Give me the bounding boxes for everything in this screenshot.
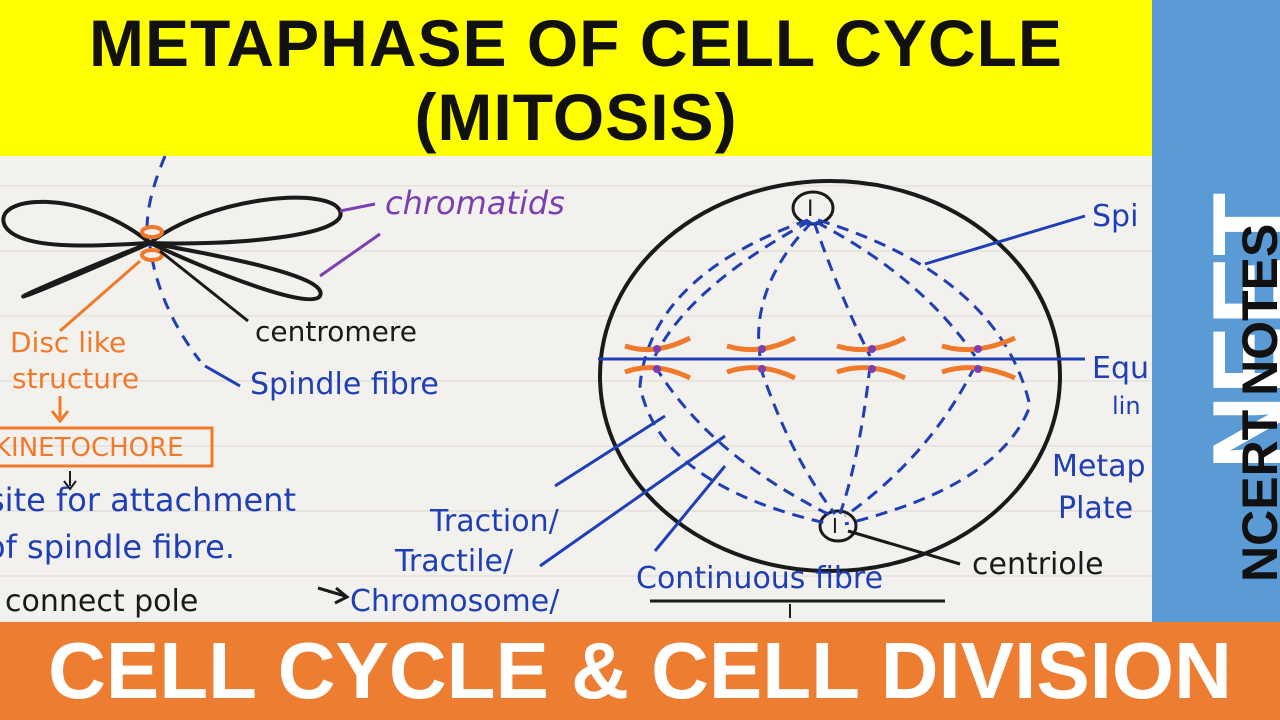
bottom-banner bbox=[0, 622, 1280, 720]
label-traction: Traction/ bbox=[429, 504, 560, 539]
label-kinetochore: KINETOCHORE bbox=[0, 433, 184, 463]
label-plate: Plate bbox=[1058, 491, 1133, 526]
bottom-banner-text: CELL CYCLE & CELL DIVISION bbox=[48, 626, 1232, 715]
label-chromosome: Chromosome/ bbox=[350, 584, 560, 619]
label-structure: structure bbox=[12, 362, 139, 395]
chromosome-diagram bbox=[0, 156, 381, 605]
label-spindle-partial: Spi bbox=[1092, 199, 1138, 234]
title-line-1: METAPHASE OF CELL CYCLE bbox=[89, 6, 1063, 80]
label-metaphase-partial: Metap bbox=[1052, 449, 1146, 484]
notes-sketch: chromatids centromere Disc like structur… bbox=[0, 156, 1152, 619]
label-disc-like: Disc like bbox=[10, 326, 126, 359]
label-chromatids: chromatids bbox=[385, 184, 565, 222]
label-site-line2: of spindle fibre. bbox=[0, 528, 235, 566]
label-pole-bottom: I bbox=[832, 514, 838, 538]
label-centriole: centriole bbox=[972, 547, 1104, 582]
title-banner bbox=[0, 0, 1152, 156]
label-connect-pole: connect pole bbox=[5, 584, 198, 619]
title-line-2: (MITOSIS) bbox=[414, 80, 738, 154]
label-spindle-fibre: Spindle fibre bbox=[250, 367, 439, 402]
label-tractile: Tractile/ bbox=[394, 544, 514, 579]
label-continuous-fibre: Continuous fibre bbox=[636, 561, 883, 596]
side-panel bbox=[1152, 0, 1280, 622]
label-centromere: centromere bbox=[255, 315, 417, 348]
label-equatorial-partial: Equ bbox=[1092, 351, 1149, 386]
label-site-line1: site for attachment bbox=[0, 481, 296, 519]
label-pole-top: I bbox=[807, 197, 814, 222]
metaphase-cell-diagram bbox=[539, 179, 1086, 618]
side-ncert-notes-text: NCERT NOTES bbox=[1232, 223, 1280, 582]
notes-drawing-area: chromatids centromere Disc like structur… bbox=[0, 156, 1152, 622]
label-line-partial: lin bbox=[1112, 392, 1141, 420]
